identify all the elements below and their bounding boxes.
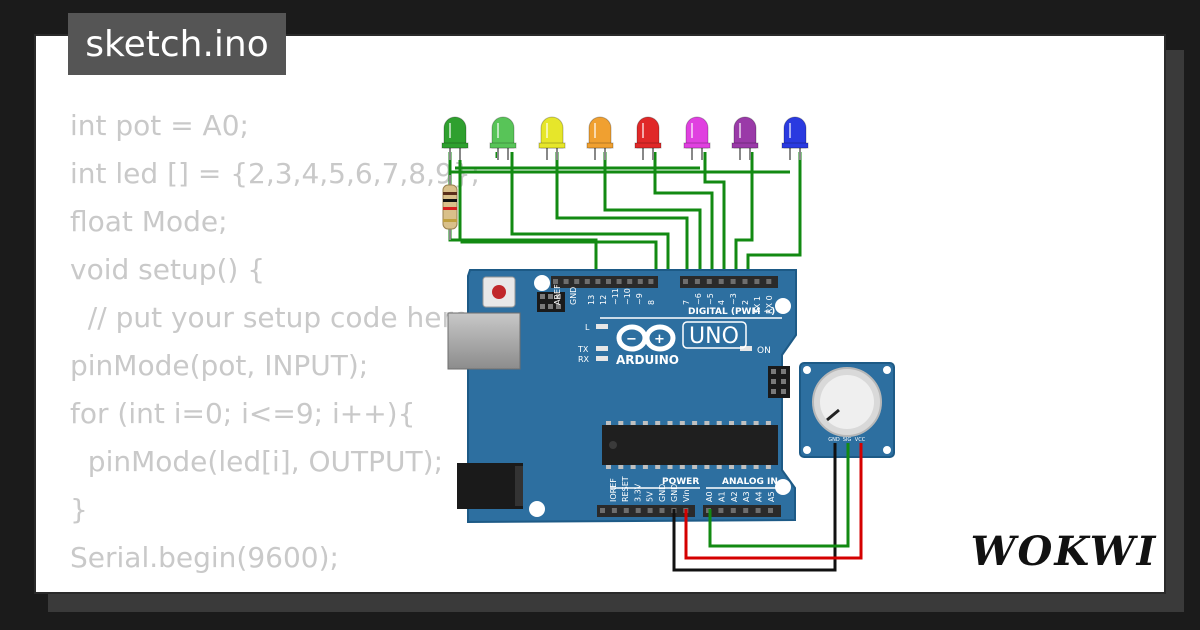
power-pin-label: 3.3V	[633, 483, 642, 502]
pot-pin-label: VCC	[855, 437, 866, 443]
code-line: }	[70, 493, 88, 526]
wire	[555, 152, 689, 282]
code-line: void setup() {	[70, 253, 266, 286]
analog-pin-label: A0	[705, 491, 714, 502]
led[interactable]	[586, 116, 614, 160]
l-label: L	[585, 323, 590, 332]
digital-pin-label: 12	[599, 295, 608, 305]
led[interactable]	[683, 116, 711, 160]
digital-pin-label: ~9	[635, 293, 644, 305]
analog-pin-label: A5	[767, 491, 776, 502]
code-line: pinMode(led[i], OUTPUT);	[70, 445, 443, 478]
digital-pin-label: TX 1	[753, 296, 762, 315]
digital-pin-label: 4	[717, 300, 726, 305]
arduino-logo-icon	[616, 324, 676, 352]
digital-pin-label: 13	[587, 295, 596, 305]
knob-pointer	[826, 408, 840, 422]
digital-pin-label: AREF	[553, 284, 562, 305]
tx-label: TX	[577, 345, 589, 354]
pot-pin-label: SIG	[843, 437, 852, 443]
led[interactable]	[634, 116, 662, 160]
wire	[734, 152, 754, 282]
svg-text:−: −	[626, 332, 637, 347]
led[interactable]	[781, 116, 809, 160]
wire	[458, 160, 598, 282]
power-pin-label: IOREF	[609, 478, 618, 502]
led[interactable]	[538, 116, 566, 160]
arduino-uno-board[interactable]: − + UNO ARDUINO DIGITAL (PWM ~) POWER AN…	[447, 269, 797, 524]
analog-pin-label: A2	[730, 491, 739, 502]
digital-pin-label: 7	[682, 300, 691, 305]
svg-text:+: +	[654, 332, 665, 347]
digital-pin-label: ~10	[623, 288, 632, 305]
code-line: Serial.begin(9600);	[70, 541, 339, 574]
power-pin-label: 5V	[646, 491, 655, 502]
power-pin-label: RESET	[621, 476, 630, 502]
code-line: int led [] = {2,3,4,5,6,7,8,9};	[70, 157, 481, 190]
power-label: POWER	[662, 477, 699, 487]
atmega-chip	[602, 425, 778, 465]
digital-header-right	[680, 276, 778, 288]
rx-label: RX	[578, 355, 590, 364]
resistor[interactable]	[442, 175, 458, 240]
wire	[703, 152, 726, 282]
digital-pin-label: 2	[741, 300, 750, 305]
led[interactable]	[441, 116, 469, 160]
sketch-title[interactable]: sketch.ino	[68, 13, 286, 75]
digital-pin-label: GND	[569, 287, 578, 305]
digital-pin-label: ~11	[611, 288, 620, 305]
pot-pin-label: GND	[828, 437, 840, 443]
code-line: int pot = A0;	[70, 109, 249, 142]
led[interactable]	[489, 116, 517, 160]
wire	[603, 152, 702, 282]
wire	[510, 152, 670, 282]
digital-pin-label: ~6	[694, 293, 703, 305]
power-jack	[457, 463, 523, 509]
code-line: for (int i=0; i<=9; i++){	[70, 397, 416, 430]
analog-pin-label: A3	[742, 491, 751, 502]
uno-label: UNO	[689, 324, 739, 349]
code-line: }	[70, 582, 480, 592]
wokwi-logo: WOKWI	[970, 527, 1158, 575]
analog-pin-label: A4	[755, 491, 764, 502]
on-label: ON	[757, 346, 771, 356]
power-pin-label: GND	[658, 484, 667, 502]
power-pin-label: Vin	[682, 489, 691, 502]
digital-pin-label: RX 0	[765, 295, 774, 314]
digital-pin-label: 8	[647, 300, 656, 305]
digital-pin-label: ~5	[706, 293, 715, 305]
analog-pin-label: A1	[717, 491, 726, 502]
digital-label: DIGITAL (PWM ~)	[688, 307, 775, 317]
led[interactable]	[731, 116, 759, 160]
usb-port	[447, 312, 521, 370]
power-header	[597, 505, 695, 517]
arduino-label: ARDUINO	[616, 353, 679, 367]
digital-pin-label: ~3	[729, 293, 738, 305]
code-line: pinMode(pot, INPUT);	[70, 349, 369, 382]
wire	[746, 152, 802, 282]
power-pin-label: GND	[670, 484, 679, 502]
analog-label: ANALOG IN	[722, 477, 778, 487]
code-line: float Mode;	[70, 205, 228, 238]
